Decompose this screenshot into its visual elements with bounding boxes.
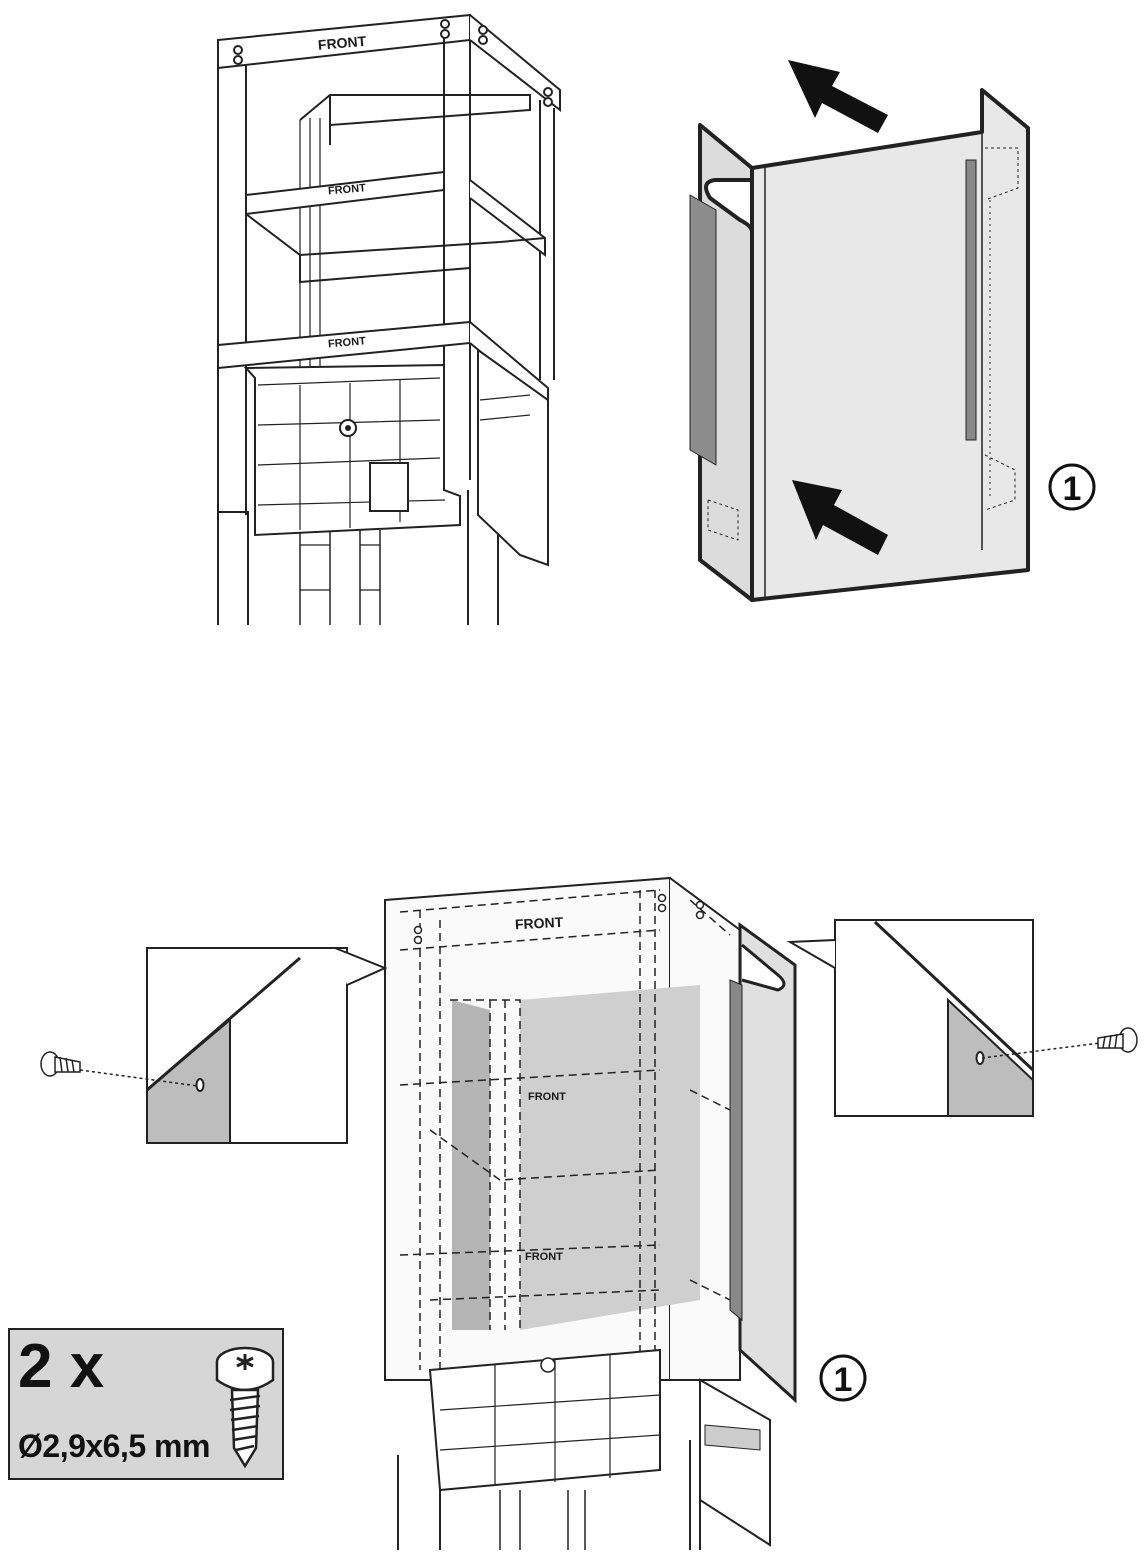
frame-label-middle: FRONT [328, 182, 367, 197]
assembled-label-lower: FRONT [525, 1251, 563, 1263]
step-number-icon: 1 [1048, 463, 1096, 511]
frame-label-top: FRONT [317, 33, 367, 53]
assembled-chimney [384, 876, 797, 1550]
screw-icon [215, 1346, 275, 1469]
assembled-label-middle: FRONT [528, 1091, 566, 1103]
detail-callout-right [786, 919, 1101, 1117]
screw-icon [40, 1051, 81, 1077]
step-number-top: 1 [1063, 470, 1082, 508]
screw-quantity: 2 x [18, 1332, 105, 1401]
cover-panel [689, 88, 1030, 602]
arrow-icon [788, 60, 888, 555]
assembled-label-top: FRONT [515, 914, 564, 933]
chimney-frame [217, 13, 561, 625]
screw-spec-box: 2 x Ø2,9x6,5 mm [8, 1328, 284, 1480]
screw-size: Ø2,9x6,5 mm [18, 1428, 210, 1464]
frame-label-lower: FRONT [328, 335, 367, 350]
detail-callout-left [79, 947, 388, 1144]
screw-icon [1097, 1027, 1138, 1053]
step-number-bottom: 1 [834, 1361, 853, 1399]
step-number-icon: 1 [819, 1354, 867, 1402]
